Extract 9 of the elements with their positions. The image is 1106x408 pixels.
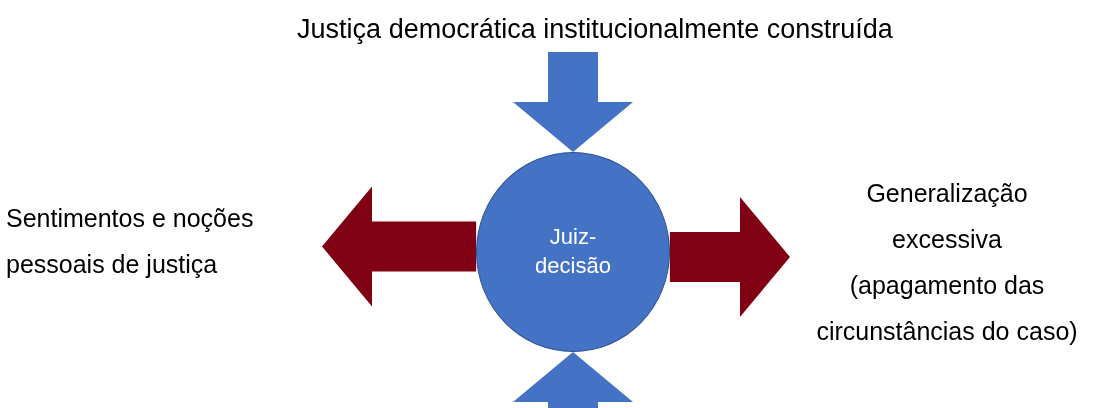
block-arrow bbox=[513, 52, 633, 152]
node-label: Sentimentos e noções pessoais de justiça bbox=[6, 202, 255, 280]
block-arrow bbox=[513, 352, 633, 408]
node-label: Generalização excessiva bbox=[865, 177, 1029, 255]
block-arrow bbox=[669, 197, 790, 317]
heading-text: Justiça democrática institucionalmente construída bbox=[297, 12, 893, 46]
node-label: Juiz-decisão bbox=[534, 223, 612, 280]
node-label: (apagamento das circunstâncias do caso) bbox=[815, 270, 1079, 348]
block-arrow bbox=[322, 186, 477, 307]
